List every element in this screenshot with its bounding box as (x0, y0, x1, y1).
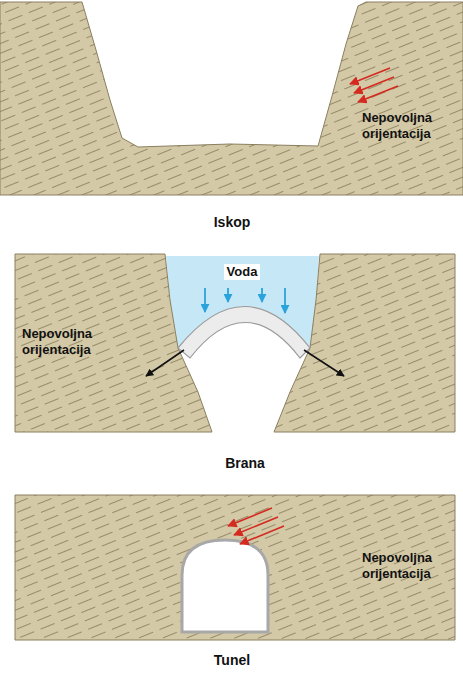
panel-title: Iskop (214, 214, 251, 231)
warning-label: Nepovoljna orijentacija (362, 110, 458, 141)
water-label: Voda (224, 264, 261, 280)
tunnel-lining (182, 540, 268, 632)
arch-dam (178, 307, 310, 359)
thrust-arrows (146, 350, 344, 376)
rock-mass (0, 2, 463, 195)
warning-label: Nepovoljna orijentacija (22, 326, 118, 357)
panel-title: Brana (225, 455, 265, 472)
water-pressure-arrows (205, 288, 285, 313)
sliding-arrows (228, 508, 284, 544)
panel-title: Tunel (214, 652, 250, 669)
warning-label: Nepovoljna orijentacija (362, 550, 458, 581)
sliding-arrows (350, 68, 398, 102)
